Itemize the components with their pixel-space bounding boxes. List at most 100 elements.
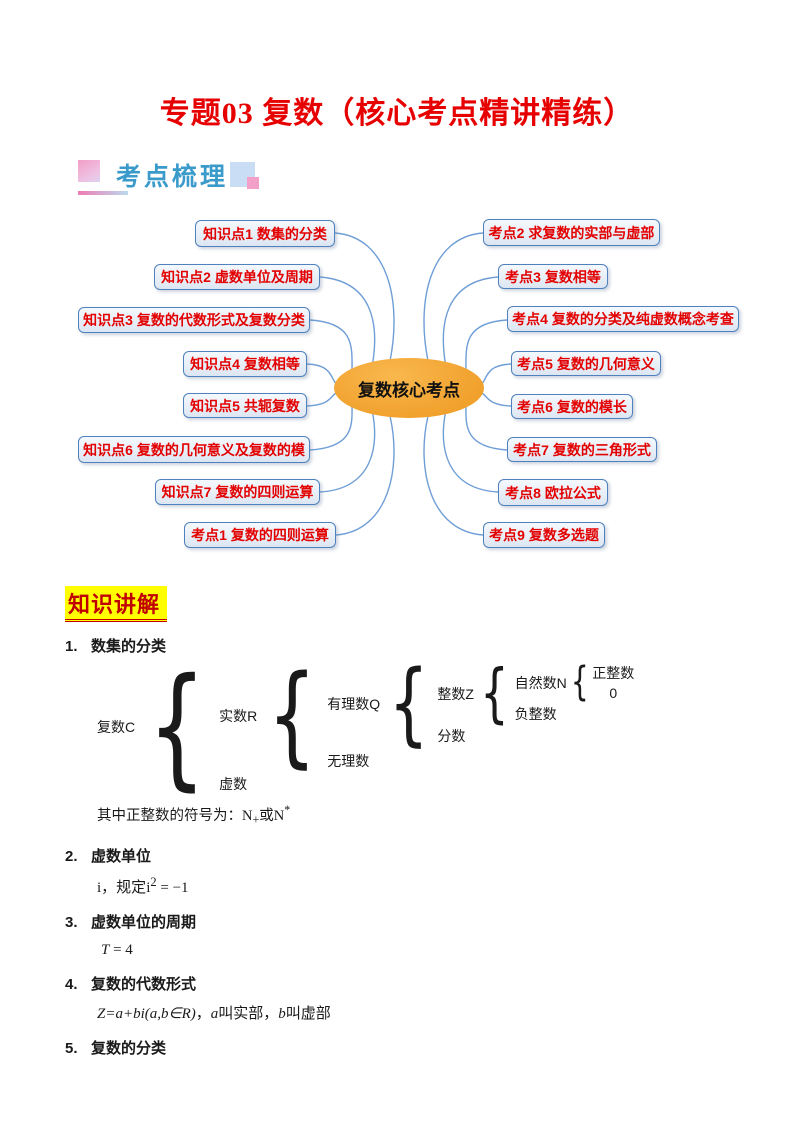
mindmap-node-right-7: 考点8 欧拉公式: [498, 479, 608, 506]
knowledge-item-3: 3. 虚数单位的周期: [65, 911, 735, 932]
mindmap-node-left-6: 知识点6 复数的几何意义及复数的模: [78, 436, 310, 463]
node-label: 知识点5 共轭复数: [190, 397, 300, 414]
node-label: 考点7 复数的三角形式: [513, 441, 651, 458]
mindmap-node-left-2: 知识点2 虚数单位及周期: [154, 264, 320, 290]
positive-integer-note: 其中正整数的符号为：N+或N*: [97, 803, 735, 828]
knowledge-item-1: 1. 数集的分类: [65, 635, 735, 656]
formula-a: a: [210, 1005, 219, 1022]
formula-imaginary-part-text: 叫虚部: [285, 1004, 331, 1022]
tree-level-real: 实数R { 有理数Q { 整数Z {: [219, 651, 635, 780]
item-title: 复数的代数形式: [91, 975, 197, 993]
tree-leaf: 正整数: [592, 664, 635, 681]
brace-icon: {: [267, 651, 317, 780]
symbol-N-star: N: [273, 807, 285, 824]
brace-icon: {: [388, 651, 429, 756]
mindmap: 知识点1 数集的分类 知识点2 虚数单位及周期 知识点3 复数的代数形式及复数分…: [50, 205, 750, 567]
tree-label: 自然数N: [514, 675, 567, 692]
formula-i: i: [97, 879, 102, 896]
tree-label: 整数Z: [437, 685, 474, 702]
mindmap-node-right-6: 考点7 复数的三角形式: [507, 437, 657, 462]
mindmap-node-right-3: 考点4 复数的分类及纯虚数概念考查: [507, 306, 739, 332]
mindmap-node-left-5: 知识点5 共轭复数: [183, 393, 307, 418]
mindmap-node-right-2: 考点3 复数相等: [498, 264, 608, 289]
tree-leaf: 无理数: [327, 752, 370, 769]
tree-leaf: 分数: [437, 727, 466, 744]
tree-level-complex: 复数C { 实数R { 有理数Q { 整数Z {: [97, 650, 735, 805]
tree-label: 实数R: [219, 707, 258, 724]
mindmap-node-right-4: 考点5 复数的几何意义: [511, 351, 661, 376]
superscript-star: *: [284, 802, 291, 817]
decor-pink-square: [78, 160, 100, 182]
formula-separator: ，: [195, 1004, 211, 1022]
mindmap-node-right-5: 考点6 复数的模长: [511, 394, 633, 419]
node-label: 考点3 复数相等: [505, 268, 601, 285]
node-label: 知识点3 复数的代数形式及复数分类: [83, 312, 305, 328]
symbol-N-sub: N: [242, 807, 253, 824]
center-label: 复数核心考点: [358, 380, 460, 400]
tree-label: 有理数Q: [327, 696, 381, 713]
formula-b: b: [278, 1005, 286, 1022]
tree-label: 复数C: [97, 719, 136, 736]
item-title: 虚数单位的周期: [91, 913, 197, 931]
node-label: 知识点7 复数的四则运算: [161, 484, 314, 500]
subscript-plus: +: [252, 812, 260, 827]
mindmap-node-left-3: 知识点3 复数的代数形式及复数分类: [78, 307, 310, 333]
tree-level-natural: 自然数N { 正整数 0: [514, 659, 635, 706]
knowledge-item-5: 5. 复数的分类: [65, 1037, 735, 1058]
mindmap-node-left-4: 知识点4 复数相等: [183, 351, 307, 377]
number-classification-tree: 复数C { 实数R { 有理数Q { 整数Z {: [97, 650, 735, 805]
formula-i-squared-base: i: [146, 879, 151, 896]
tree-level-rational: 有理数Q { 整数Z { 自然数N {: [327, 651, 635, 756]
formula-equals: = 4: [109, 941, 133, 958]
formula-real-part-text: 叫实部，: [218, 1004, 279, 1022]
mindmap-node-left-7: 知识点7 复数的四则运算: [155, 479, 320, 505]
mindmap-node-right-8: 考点9 复数多选题: [483, 522, 605, 548]
decor-pink-square-small: [247, 177, 259, 189]
brace-icon: {: [480, 656, 509, 731]
knowledge-section: 知识讲解 1. 数集的分类 复数C { 实数R { 有理数Q {: [65, 586, 735, 1058]
node-label: 知识点2 虚数单位及周期: [161, 269, 313, 285]
tree-level-integer: 整数Z { 自然数N { 正整数 0: [437, 656, 635, 731]
node-label: 考点9 复数多选题: [489, 527, 599, 543]
knowledge-item-2: 2. 虚数单位: [65, 845, 735, 866]
node-label: 知识点4 复数相等: [190, 356, 300, 372]
decor-gradient-underline: [78, 191, 128, 195]
tree-leaf: 虚数: [219, 775, 248, 792]
node-label: 考点5 复数的几何意义: [517, 355, 655, 372]
mindmap-node-right-1: 考点2 求复数的实部与虚部: [483, 219, 660, 246]
knowledge-item-4: 4. 复数的代数形式: [65, 973, 735, 994]
node-label: 考点1 复数的四则运算: [191, 527, 329, 543]
brace-icon: {: [570, 659, 589, 706]
node-label: 考点2 求复数的实部与虚部: [488, 224, 655, 241]
tree-leaf: 0: [609, 685, 618, 702]
item-number: 4.: [65, 975, 78, 993]
item-title: 数集的分类: [91, 638, 167, 655]
item-title: 虚数单位: [91, 847, 152, 865]
tree-leaf: 负整数: [514, 706, 557, 723]
formula-imaginary-unit: i，规定i2 = −1: [97, 875, 735, 897]
section-title-zhishijiangjie: 知识讲解: [65, 586, 168, 622]
formula-period: T = 4: [101, 941, 735, 959]
item-title: 复数的分类: [91, 1039, 167, 1057]
node-label: 考点6 复数的模长: [517, 398, 627, 415]
node-label: 知识点6 复数的几何意义及复数的模: [83, 441, 305, 458]
mindmap-center-node: 复数核心考点: [334, 358, 484, 418]
item-number: 1.: [65, 638, 78, 655]
formula-exponent: 2: [150, 874, 157, 889]
item-number: 3.: [65, 913, 78, 931]
formula-text: ，规定: [101, 878, 147, 896]
item-number: 5.: [65, 1039, 78, 1057]
node-label: 知识点1 数集的分类: [203, 225, 327, 242]
brace-icon: {: [147, 650, 207, 805]
note-text: 其中正整数的符号为：: [97, 807, 242, 824]
node-label: 考点8 欧拉公式: [505, 484, 601, 501]
mindmap-node-left-1: 知识点1 数集的分类: [195, 220, 335, 247]
page-title: 专题03 复数（核心考点精讲精练）: [159, 97, 635, 130]
formula-T: T: [101, 941, 110, 958]
node-label: 考点4 复数的分类及纯虚数概念考查: [512, 311, 734, 327]
section-title-kaodianshuli: 考点梳理: [116, 163, 229, 191]
note-or: 或: [259, 807, 274, 824]
formula-equals: = −1: [156, 879, 189, 896]
formula-z-expression: Z=a+bi(a,b∈R): [97, 1005, 196, 1022]
